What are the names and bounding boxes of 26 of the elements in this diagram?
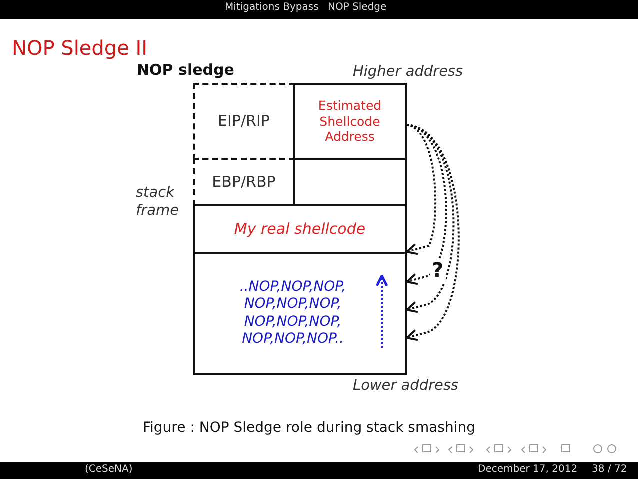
diagram-label: Higher address bbox=[353, 63, 464, 82]
slot-label: My real shellcode bbox=[234, 220, 366, 238]
arrow bbox=[406, 124, 460, 342]
arrow bbox=[406, 124, 455, 314]
arrow bbox=[406, 124, 436, 256]
slide-title: NOP Sledge II bbox=[12, 36, 148, 60]
footer-text: December 17, 2012 bbox=[478, 464, 578, 476]
stack-slot bbox=[193, 252, 407, 375]
diagram-label: Lower address bbox=[353, 377, 459, 396]
slot-label: EBP/RBP bbox=[212, 172, 276, 192]
figure-caption: Figure : NOP Sledge role during stack smashing bbox=[143, 420, 476, 436]
arrow bbox=[406, 124, 448, 286]
stack-slot bbox=[193, 83, 295, 160]
question-mark: ? bbox=[430, 258, 446, 283]
footer-text: 38 / 72 bbox=[592, 464, 628, 476]
stack-slot bbox=[293, 83, 407, 160]
stack-slot bbox=[193, 204, 407, 254]
diagram-label: NOP sledge bbox=[137, 61, 234, 80]
slot-label: EIP/RIP bbox=[218, 112, 270, 131]
header-text: Mitigations Bypass bbox=[225, 2, 319, 14]
nop-text: ..NOP,NOP,NOP, NOP,NOP,NOP, NOP,NOP,NOP, NOP,NOP,NOP.. bbox=[238, 278, 348, 348]
stack-slot bbox=[293, 158, 407, 206]
footer-text: (CeSeNA) bbox=[85, 464, 133, 476]
header-text: NOP Sledge bbox=[328, 2, 387, 14]
diagram-label: stack frame bbox=[136, 184, 180, 220]
slot-label: Estimated Shellcode Address bbox=[317, 98, 383, 145]
